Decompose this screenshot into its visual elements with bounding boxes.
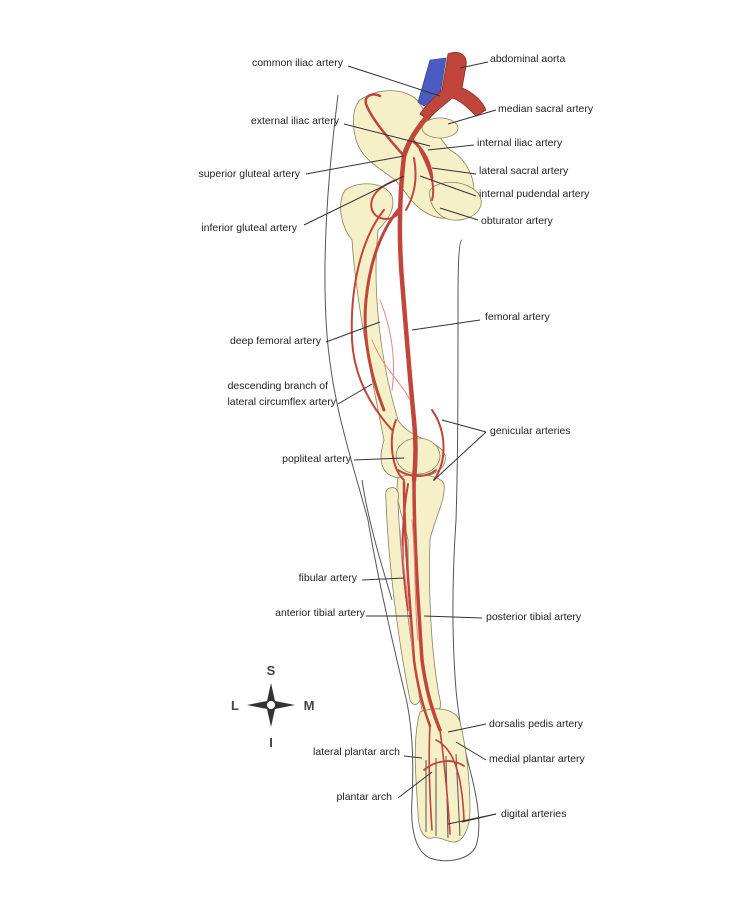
label-genicular: genicular arteries	[490, 425, 571, 437]
leader-lines	[303, 61, 497, 825]
label-descending-line1: descending branch of	[228, 380, 328, 392]
label-lateral-sacral: lateral sacral artery	[479, 165, 569, 177]
fibular-artery-path	[401, 483, 409, 611]
posterior-tibial-path	[412, 478, 442, 732]
compass-inferior: I	[269, 735, 273, 750]
anterior-tibial-path	[402, 480, 432, 728]
label-fibular: fibular artery	[299, 572, 358, 584]
label-dorsalis-pedis: dorsalis pedis artery	[489, 718, 584, 730]
label-common-iliac: common iliac artery	[252, 57, 344, 69]
label-inferior-gluteal: inferior gluteal artery	[201, 222, 297, 234]
compass-superior: S	[267, 663, 276, 678]
label-popliteal: popliteal artery	[282, 453, 352, 465]
label-plantar-arch: plantar arch	[337, 791, 393, 803]
label-external-iliac: external iliac artery	[251, 115, 340, 127]
label-median-sacral: median sacral artery	[498, 103, 594, 115]
label-internal-iliac: internal iliac artery	[477, 137, 563, 149]
label-femoral: femoral artery	[485, 311, 551, 323]
genicular-loops	[390, 409, 445, 481]
arteries	[350, 52, 487, 835]
compass-lateral: L	[231, 698, 239, 713]
label-lateral-plantar: lateral plantar arch	[313, 746, 400, 758]
patella-knee	[395, 437, 441, 475]
compass-center-icon	[266, 700, 276, 710]
label-superior-gluteal: superior gluteal artery	[198, 168, 300, 180]
label-digital: digital arteries	[501, 808, 566, 820]
label-internal-pudendal: internal pudendal artery	[479, 188, 590, 200]
pelvis-bone	[352, 90, 482, 221]
compass-rose: S I L M	[231, 663, 314, 750]
compass-medial: M	[304, 698, 315, 713]
circumflex-branch-path	[350, 209, 393, 431]
abdominal-aorta-shape	[419, 52, 487, 121]
label-posterior-tibial: posterior tibial artery	[486, 611, 582, 623]
fibula-bone	[385, 487, 421, 705]
label-anterior-tibial: anterior tibial artery	[275, 607, 366, 619]
label-abdominal-aorta: abdominal aorta	[490, 53, 565, 65]
tibia-bone	[396, 474, 445, 714]
leg-outline	[324, 94, 480, 862]
labels: common iliac artery abdominal aorta medi…	[198, 53, 593, 820]
label-deep-femoral: deep femoral artery	[230, 335, 322, 347]
femoral-artery-path	[397, 153, 418, 483]
plantar-arch-curve	[423, 760, 465, 771]
label-obturator: obturator artery	[481, 215, 554, 227]
label-medial-plantar: medial plantar artery	[489, 753, 585, 765]
label-descending-line2: lateral circumflex artery	[227, 396, 336, 408]
dorsal-foot-branches	[428, 725, 465, 835]
deep-femoral-path	[363, 208, 400, 412]
external-iliac-curve	[364, 93, 406, 158]
